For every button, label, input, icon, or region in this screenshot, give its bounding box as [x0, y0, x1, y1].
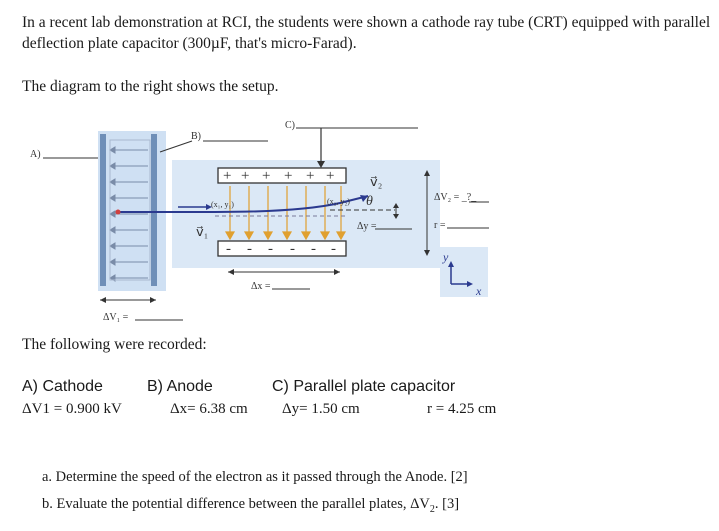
y-axis-label: y — [442, 250, 449, 264]
v1-label: v⃗₁ — [196, 224, 208, 239]
header-capacitor: C) Parallel plate capacitor — [272, 378, 456, 395]
question-b-text: b. Evaluate the potential difference bet… — [42, 496, 430, 512]
svg-text:-: - — [268, 241, 273, 257]
dx-label: Δx = — [251, 281, 271, 292]
beam-arrowhead — [360, 195, 368, 202]
electron-beam — [118, 195, 369, 213]
point2-label: (x₂, y₂) — [327, 197, 350, 206]
v1-arrowhead — [206, 204, 212, 210]
b-pointer — [159, 140, 193, 153]
svg-text:+: + — [241, 168, 249, 184]
value-r: r = 4.25 cm — [427, 401, 497, 417]
svg-text:+: + — [262, 168, 270, 184]
svg-text:-: - — [247, 241, 252, 257]
dy-label: Δy = — [357, 221, 377, 232]
svg-text:+: + — [223, 168, 231, 184]
positive-plate — [217, 167, 347, 184]
positive-signs: + + + + + + — [223, 168, 334, 184]
r-label: r = — [434, 220, 446, 231]
label-a: A) — [30, 149, 41, 160]
y-axis-head — [448, 261, 454, 267]
svg-text:-: - — [226, 241, 231, 257]
electron-source — [115, 209, 121, 215]
setup-sentence: The diagram to the right shows the setup… — [22, 78, 279, 95]
label-c: C) — [285, 120, 295, 131]
axis-panel — [440, 247, 488, 297]
header-cathode: A) Cathode — [22, 378, 103, 395]
v2-label: v⃗₂ — [370, 174, 382, 189]
dv1-label: ΔV₁ = — [103, 312, 129, 323]
gun-field-lines — [109, 146, 148, 282]
svg-text:+: + — [306, 168, 314, 184]
question-b-subscript: 2 — [429, 503, 435, 515]
question-b-end: . [3] — [434, 496, 460, 512]
x-axis-label: x — [475, 284, 482, 298]
label-b: B) — [191, 131, 201, 142]
recorded-heading: The following were recorded: — [22, 336, 207, 353]
negative-plate — [217, 240, 347, 257]
value-dv1: ΔV1 = 0.900 kV — [22, 401, 122, 417]
dv2-label: ΔV₂ = _?_ — [434, 192, 477, 203]
dy-arrowheads — [393, 203, 399, 219]
svg-text:-: - — [311, 241, 316, 257]
value-dx: Δx= 6.38 cm — [170, 401, 248, 417]
intro-paragraph: In a recent lab demonstration at RCI, th… — [22, 14, 711, 52]
header-anode: B) Anode — [147, 378, 213, 395]
svg-text:+: + — [284, 168, 292, 184]
gun-outline — [109, 139, 151, 281]
anode-plate — [151, 134, 157, 286]
point1-label: (x₁, y₁) — [211, 200, 234, 209]
c-pointer-head — [317, 161, 325, 168]
svg-text:+: + — [326, 168, 334, 184]
dv1-arrowheads — [100, 297, 156, 303]
theta-label: θ — [366, 194, 373, 209]
value-dy: Δy= 1.50 cm — [282, 401, 360, 417]
negative-signs: - - - - - - — [226, 241, 336, 257]
question-b: b. Evaluate the potential difference bet… — [42, 496, 459, 515]
svg-text:-: - — [331, 241, 336, 257]
x-axis-head — [467, 281, 473, 287]
question-a: a. Determine the speed of the electron a… — [42, 469, 468, 485]
cathode-plate — [100, 134, 106, 286]
svg-text:-: - — [290, 241, 295, 257]
